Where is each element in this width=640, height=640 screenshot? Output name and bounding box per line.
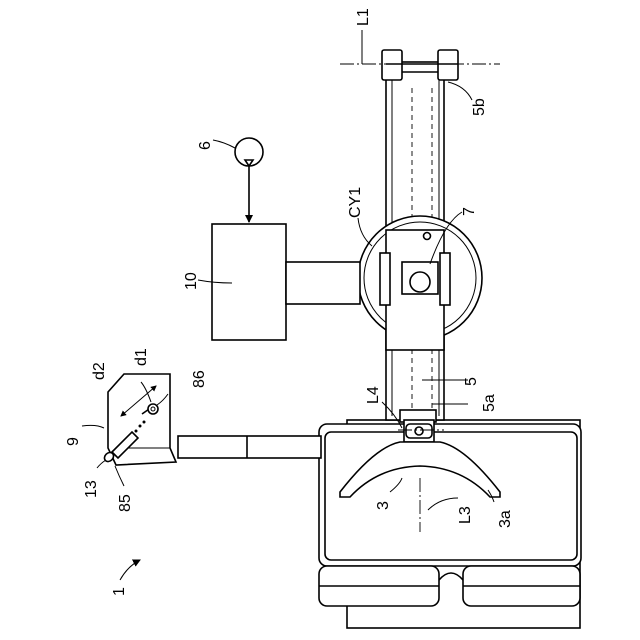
label-10: 10 — [183, 272, 200, 290]
label-5: 5 — [463, 377, 480, 386]
label-13: 13 — [83, 480, 100, 498]
label-3: 3 — [375, 501, 392, 510]
label-L3: L3 — [457, 506, 474, 524]
label-6: 6 — [197, 141, 214, 150]
label-1: 1 — [111, 587, 128, 596]
label-L1: L1 — [355, 8, 372, 26]
label-L4: L4 — [365, 386, 382, 404]
label-5b: 5b — [471, 98, 488, 116]
label-5a: 5a — [481, 394, 498, 412]
support-arm — [178, 436, 321, 458]
label-9: 9 — [65, 437, 82, 446]
power-source-6 — [235, 138, 263, 222]
label-86: 86 — [191, 370, 208, 388]
label-CY1: CY1 — [347, 187, 364, 218]
handle-box-9 — [103, 374, 176, 465]
controller-10 — [212, 224, 360, 340]
rotating-disk-CY1 — [358, 216, 482, 350]
label-3a: 3a — [497, 510, 514, 528]
label-d2: d2 — [91, 362, 108, 380]
label-85: 85 — [117, 494, 134, 512]
label-7: 7 — [461, 207, 478, 216]
footrest-cushions — [319, 566, 580, 606]
label-d1: d1 — [133, 348, 150, 366]
